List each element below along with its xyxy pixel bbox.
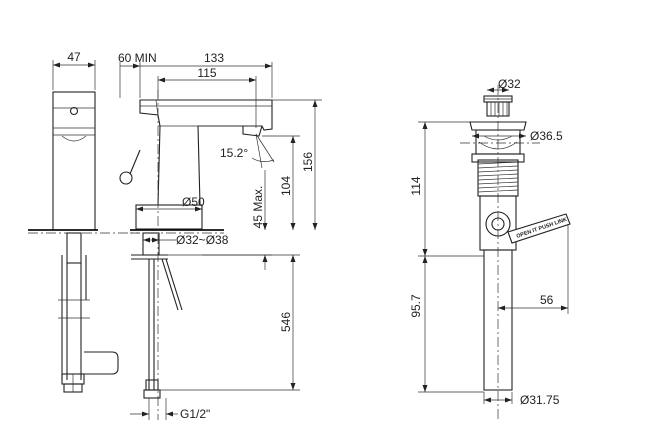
dim-waste-lever-offset: 56 bbox=[540, 293, 554, 307]
dim-base-diameter: Ø50 bbox=[182, 195, 205, 209]
dim-waste-upper-length: 114 bbox=[409, 176, 423, 195]
dim-waste-flange-diameter: Ø36.5 bbox=[530, 129, 563, 143]
dim-waste-lower-length: 95.7 bbox=[409, 294, 423, 318]
dim-width-side: 47 bbox=[67, 50, 81, 64]
push-link-lever: OPEN IT PUSH LINK bbox=[507, 213, 571, 244]
dim-reach-overall: 133 bbox=[204, 51, 224, 65]
popup-waste-view: OPEN IT PUSH LINK Ø32 Ø36.5 114 95.7 56 … bbox=[409, 77, 571, 420]
dim-deck-thickness: 45 Max. bbox=[251, 186, 265, 229]
faucet-side-view: 47 bbox=[28, 50, 140, 393]
dim-min-clearance: 60 MIN bbox=[118, 51, 157, 65]
dim-spout-height: 104 bbox=[279, 176, 293, 196]
dim-overall-height: 156 bbox=[301, 152, 315, 172]
dim-thread: G1/2" bbox=[180, 407, 210, 421]
dim-reach-spout: 115 bbox=[197, 66, 216, 80]
dim-hole-diameter: Ø32~Ø38 bbox=[176, 233, 229, 247]
dim-waste-tail-diameter: Ø31.75 bbox=[520, 393, 560, 407]
dim-spout-angle: 15.2° bbox=[220, 146, 248, 160]
faucet-front-view: 60 MIN 133 115 15.2° 104 156 45 Max. Ø50 bbox=[118, 51, 322, 421]
dim-waste-cap-diameter: Ø32 bbox=[498, 77, 521, 91]
dim-hose-length: 546 bbox=[279, 312, 293, 332]
